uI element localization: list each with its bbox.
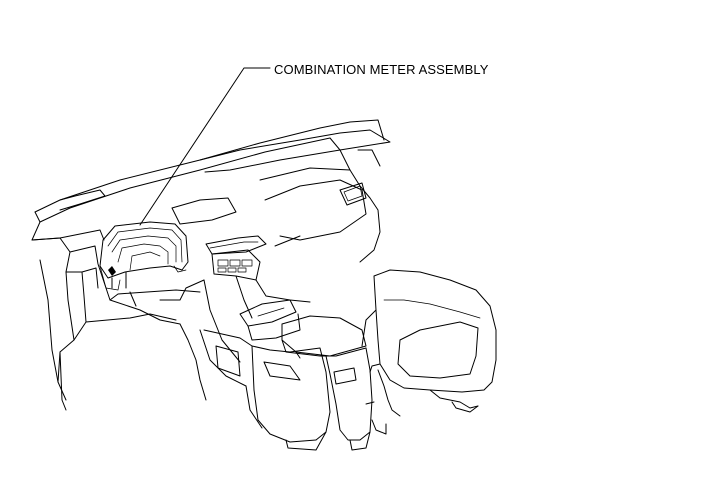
passenger-dash (259, 137, 381, 263)
center-display (171, 197, 267, 255)
callout-leader-line (139, 67, 271, 226)
dashboard-top-panel (31, 119, 391, 241)
meter-mount-mark (108, 266, 116, 276)
floor-outline (39, 259, 67, 411)
center-console (199, 275, 331, 451)
combination-meter-assembly (99, 221, 189, 291)
console-rear (325, 347, 373, 451)
passenger-seat (361, 269, 497, 435)
callout-label: COMBINATION METER ASSEMBLY (274, 62, 489, 77)
console-armrest (281, 315, 367, 359)
climate-control-panel (211, 249, 261, 281)
lower-dash (31, 229, 207, 401)
shift-console-tray (239, 299, 301, 341)
